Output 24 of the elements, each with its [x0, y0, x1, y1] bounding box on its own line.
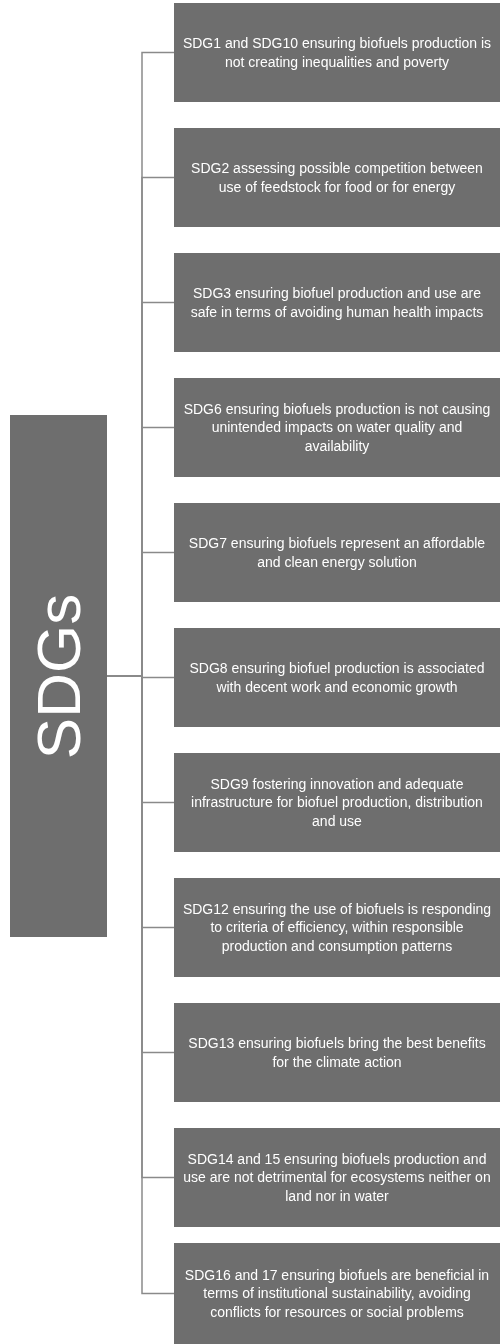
goal-text: SDG13 ensuring biofuels bring the best benefits for the climate action: [187, 1034, 487, 1071]
goal-text: SDG14 and 15 ensuring biofuels production and use are not detrimental for ecosystems neither on land nor in water: [182, 1150, 492, 1205]
goal-text: SDG8 ensuring biofuel production is associated with decent work and economic growth: [188, 659, 486, 696]
goal-box: [174, 878, 500, 977]
goal-box: [174, 628, 500, 727]
goal-box: [174, 1243, 500, 1344]
goal-text: SDG16 and 17 ensuring biofuels are beneficial in terms of institutional sustainability, avoiding conflicts for resources or social problems: [183, 1266, 491, 1321]
goal-text: SDG2 assessing possible competition between use of feedstock for food or for energy: [190, 159, 484, 196]
title-box: [10, 415, 107, 937]
goal-text: SDG3 ensuring biofuel production and use are safe in terms of avoiding human health impacts: [189, 284, 485, 321]
goal-text: SDG1 and SDG10 ensuring biofuels production is not creating inequalities and poverty: [181, 34, 493, 71]
goal-box: [174, 503, 500, 602]
goal-box: [174, 1128, 500, 1227]
goal-text: SDG12 ensuring the use of biofuels is responding to criteria of efficiency, within responsible production and consumption patterns: [181, 900, 493, 955]
title-label: SDGs: [23, 593, 94, 759]
goal-box: [174, 753, 500, 852]
goal-text: SDG7 ensuring biofuels represent an affordable and clean energy solution: [187, 534, 487, 571]
goal-text: SDG6 ensuring biofuels production is not causing unintended impacts on water quality and availability: [182, 400, 492, 455]
goal-box: [174, 128, 500, 227]
goal-box: [174, 253, 500, 352]
goal-text: SDG9 fostering innovation and adequate infrastructure for biofuel production, distribution and use: [190, 775, 484, 830]
goal-box: [174, 3, 500, 102]
goal-box: [174, 1003, 500, 1102]
goal-box: [174, 378, 500, 477]
